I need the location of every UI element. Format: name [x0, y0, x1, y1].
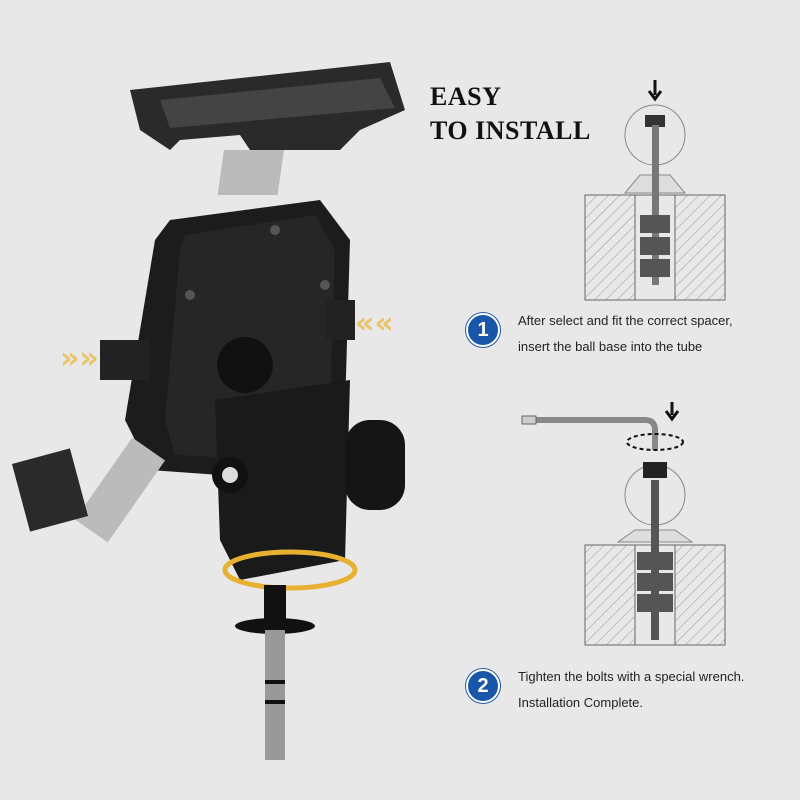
step-1-line-2: insert the ball base into the tube [518, 339, 703, 354]
svg-text:««: «« [355, 306, 394, 341]
step-2-line-1: Tighten the bolts with a special wrench. [518, 669, 745, 684]
step-1: 1 After select and fit the correct space… [466, 308, 733, 360]
down-arrow-icon [664, 402, 680, 422]
step-2-line-2: Installation Complete. [518, 695, 644, 710]
down-arrow-icon [647, 80, 663, 102]
step-1-line-1: After select and fit the correct spacer, [518, 313, 733, 328]
phone-mount-illustration: »» «« [11, 62, 405, 760]
step-number-badge: 2 [466, 669, 500, 703]
diagram-step-2 [521, 402, 726, 646]
title-line-1: EASY [430, 82, 502, 111]
title-line-2: TO INSTALL [430, 116, 591, 145]
step-2: 2 Tighten the bolts with a special wrenc… [466, 664, 744, 716]
svg-text:»»: »» [60, 341, 99, 376]
step-number-badge: 1 [466, 313, 500, 347]
diagram-step-1 [584, 80, 726, 301]
